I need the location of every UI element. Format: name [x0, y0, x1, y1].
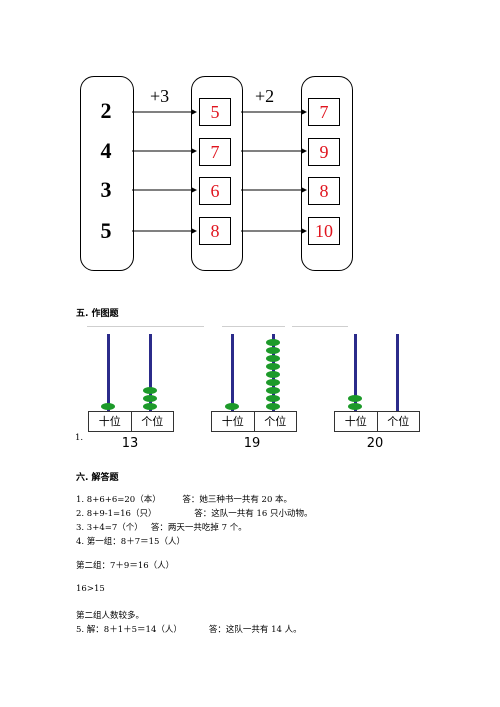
- abacus-3-ones-label: 个位: [387, 415, 410, 428]
- answer-line-4: 4. 第一组：8＋7＝15（人）: [76, 537, 185, 547]
- abacus-2-base: 十位 个位: [211, 411, 297, 432]
- abacus-2-ones-label: 个位: [264, 415, 287, 428]
- right-box-2: 9: [308, 138, 340, 166]
- abacus-2-number: 19: [243, 436, 261, 451]
- divider-1: [87, 326, 157, 327]
- abacus-2-ones-bead-5: [266, 371, 280, 378]
- operation-plus3: +3: [150, 86, 170, 106]
- right-box-1: 7: [308, 98, 340, 126]
- answer-line-7: 第二组人数较多。: [76, 611, 145, 621]
- middle-box-1: 5: [199, 98, 231, 126]
- abacus-2-ones-bead-6: [266, 379, 280, 386]
- abacus-3-ones-rod: [396, 334, 399, 411]
- question-number: 1.: [75, 433, 84, 443]
- abacus-1-tens-label: 十位: [89, 412, 132, 431]
- abacus-2-tens-rod: [231, 334, 234, 411]
- abacus-1-tens-bead-1: [101, 403, 115, 410]
- abacus-1-ones-label: 个位: [141, 415, 164, 428]
- divider-4: [292, 326, 348, 327]
- section5-heading: 五. 作图题: [76, 309, 119, 319]
- left-number-3: 3: [100, 177, 112, 202]
- answer-line-2: 2. 8+9-1=16（只） 答：这队一共有 16 只小动物。: [76, 509, 313, 519]
- divider-3: [222, 326, 285, 327]
- abacus-3-tens-bead-2: [348, 403, 362, 410]
- section6-heading: 六. 解答题: [76, 473, 119, 483]
- abacus-3-tens-label: 十位: [335, 412, 378, 431]
- abacus-2-ones-bead-9: [266, 403, 280, 410]
- operation-plus2: +2: [255, 86, 275, 106]
- abacus-3-tens-bead-1: [348, 395, 362, 402]
- divider-2: [152, 326, 204, 327]
- abacus-3-tens-rod: [354, 334, 357, 411]
- abacus-2-ones-bead-1: [266, 339, 280, 346]
- abacus-2-ones-bead-4: [266, 363, 280, 370]
- right-box-4: 10: [308, 217, 340, 245]
- abacus-1-ones-bead-3: [143, 403, 157, 410]
- middle-box-2: 7: [199, 138, 231, 166]
- abacus-3-number: 20: [366, 436, 384, 451]
- left-number-2: 4: [100, 138, 112, 163]
- abacus-2-ones-bead-7: [266, 387, 280, 394]
- left-cylinder: [80, 76, 134, 271]
- answer-line-8: 5. 解：8＋1＋5＝14（人） 答：这队一共有 14 人。: [76, 625, 302, 635]
- middle-box-3: 6: [199, 177, 231, 205]
- arrows: [132, 109, 307, 234]
- answer-line-6: 16>15: [76, 584, 105, 594]
- left-number-4: 5: [100, 218, 112, 243]
- abacus-3-base: 十位 个位: [334, 411, 420, 432]
- abacus-2-ones-bead-8: [266, 395, 280, 402]
- answer-line-5: 第二组：7＋9＝16（人）: [76, 561, 175, 571]
- abacus-2-ones-bead-2: [266, 347, 280, 354]
- abacus-2-ones-bead-3: [266, 355, 280, 362]
- answer-line-3: 3. 3+4=7（个） 答：两天一共吃掉 7 个。: [76, 523, 247, 533]
- abacus-2-tens-bead-1: [225, 403, 239, 410]
- answer-line-1: 1. 8+6+6=20（本） 答：她三种书一共有 20 本。: [76, 495, 293, 505]
- abacus-1-tens-rod: [107, 334, 110, 411]
- right-box-3: 8: [308, 177, 340, 205]
- abacus-1-base: 十位 个位: [88, 411, 174, 432]
- abacus-1-ones-bead-1: [143, 387, 157, 394]
- middle-box-4: 8: [199, 217, 231, 245]
- left-number-1: 2: [100, 98, 112, 123]
- abacus-1-ones-bead-2: [143, 395, 157, 402]
- abacus-2-tens-label: 十位: [212, 412, 255, 431]
- abacus-1-number: 13: [121, 436, 139, 451]
- abacus-1-ones-rod: [149, 334, 152, 411]
